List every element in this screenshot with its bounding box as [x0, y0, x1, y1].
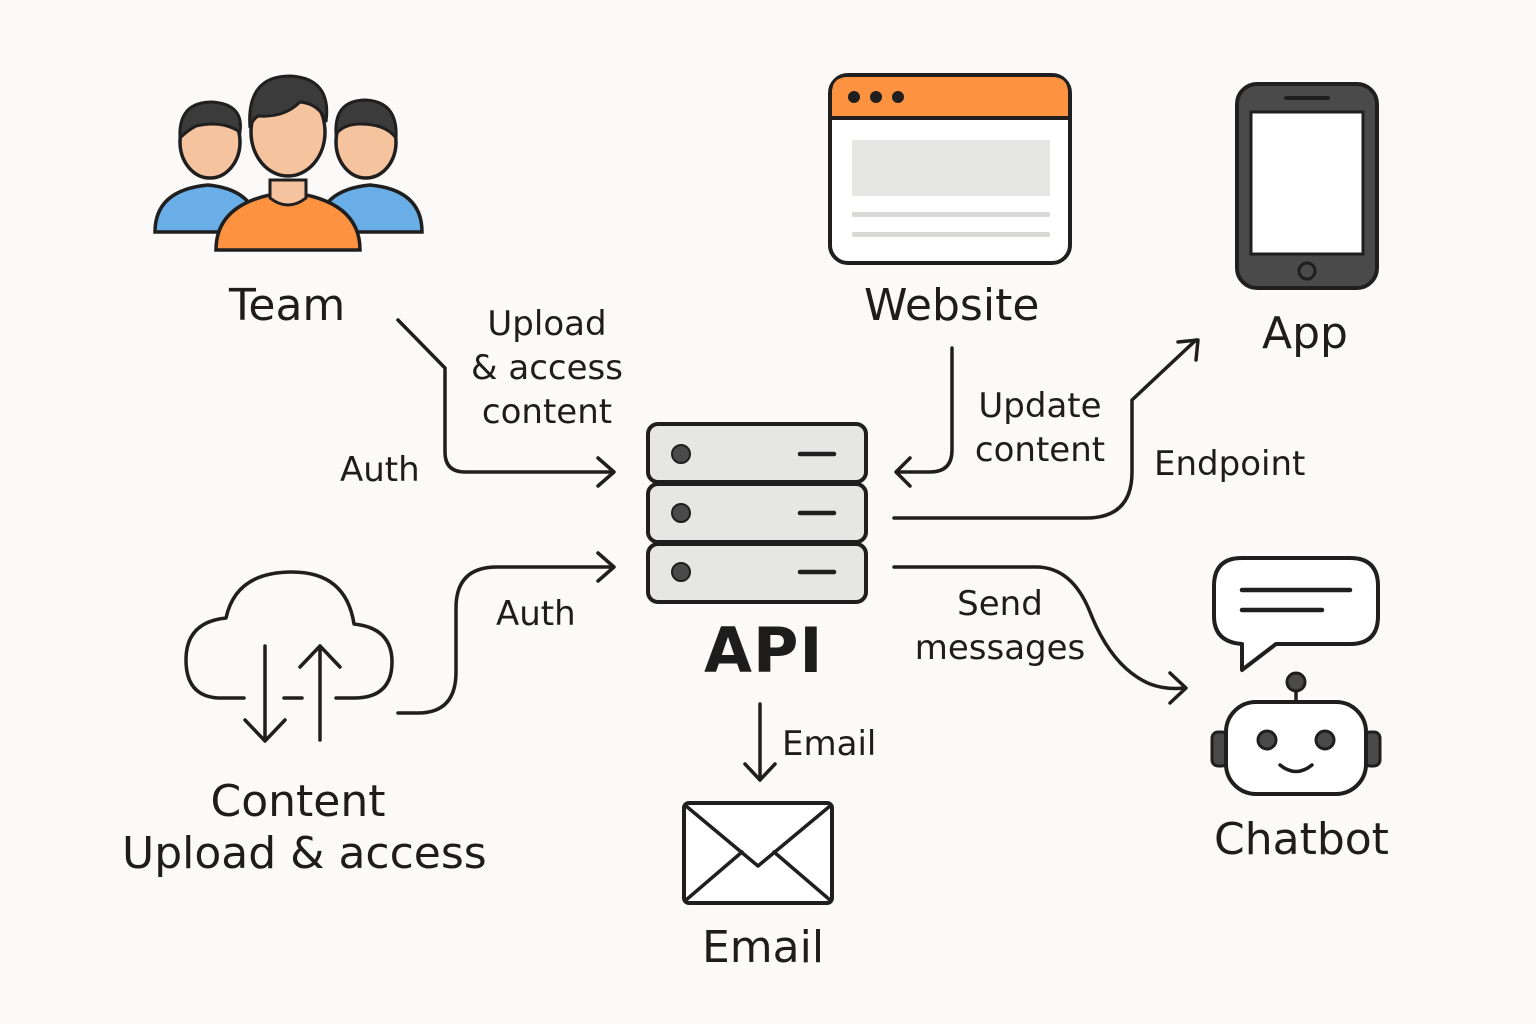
- send-line-2: messages: [914, 628, 1086, 668]
- upload-line-3: content: [481, 392, 613, 432]
- content-label: Content Upload & access: [122, 776, 487, 880]
- update-content-label: Update content: [966, 384, 1114, 472]
- update-line-1: Update: [978, 386, 1102, 426]
- website-icon: [828, 73, 1072, 265]
- team-icon: [153, 74, 424, 252]
- server-icon: [646, 422, 868, 604]
- app-label: App: [1262, 308, 1348, 359]
- chatbot-label: Chatbot: [1214, 814, 1389, 865]
- envelope-icon: [682, 801, 834, 905]
- content-label-line-2: Upload & access: [122, 828, 487, 879]
- team-label: Team: [229, 280, 346, 331]
- content-auth-label: Auth: [496, 594, 576, 634]
- email-edge-label: Email: [782, 724, 877, 764]
- upload-line-1: Upload: [487, 304, 607, 344]
- cloud-sync-icon: [184, 570, 394, 743]
- upload-line-2: & access: [471, 348, 623, 388]
- connector-api-app: [892, 338, 1200, 520]
- chat-bubble-icon: [1212, 556, 1380, 672]
- send-line-1: Send: [957, 584, 1043, 624]
- endpoint-label: Endpoint: [1154, 444, 1306, 484]
- robot-icon: [1210, 671, 1382, 796]
- upload-access-content-label: Upload & access content: [462, 302, 632, 434]
- connector-team-api: [396, 318, 616, 488]
- connector-website-api: [894, 346, 954, 488]
- send-messages-label: Send messages: [914, 582, 1086, 670]
- connector-content-api: [396, 551, 616, 715]
- api-label: API: [704, 614, 824, 687]
- connector-api-email: [743, 702, 777, 782]
- website-label: Website: [864, 280, 1040, 331]
- content-label-line-1: Content: [210, 776, 386, 827]
- phone-icon: [1235, 82, 1379, 290]
- connector-api-chatbot: [892, 565, 1188, 705]
- update-line-2: content: [974, 430, 1106, 470]
- team-auth-label: Auth: [340, 450, 420, 490]
- email-label: Email: [702, 922, 825, 973]
